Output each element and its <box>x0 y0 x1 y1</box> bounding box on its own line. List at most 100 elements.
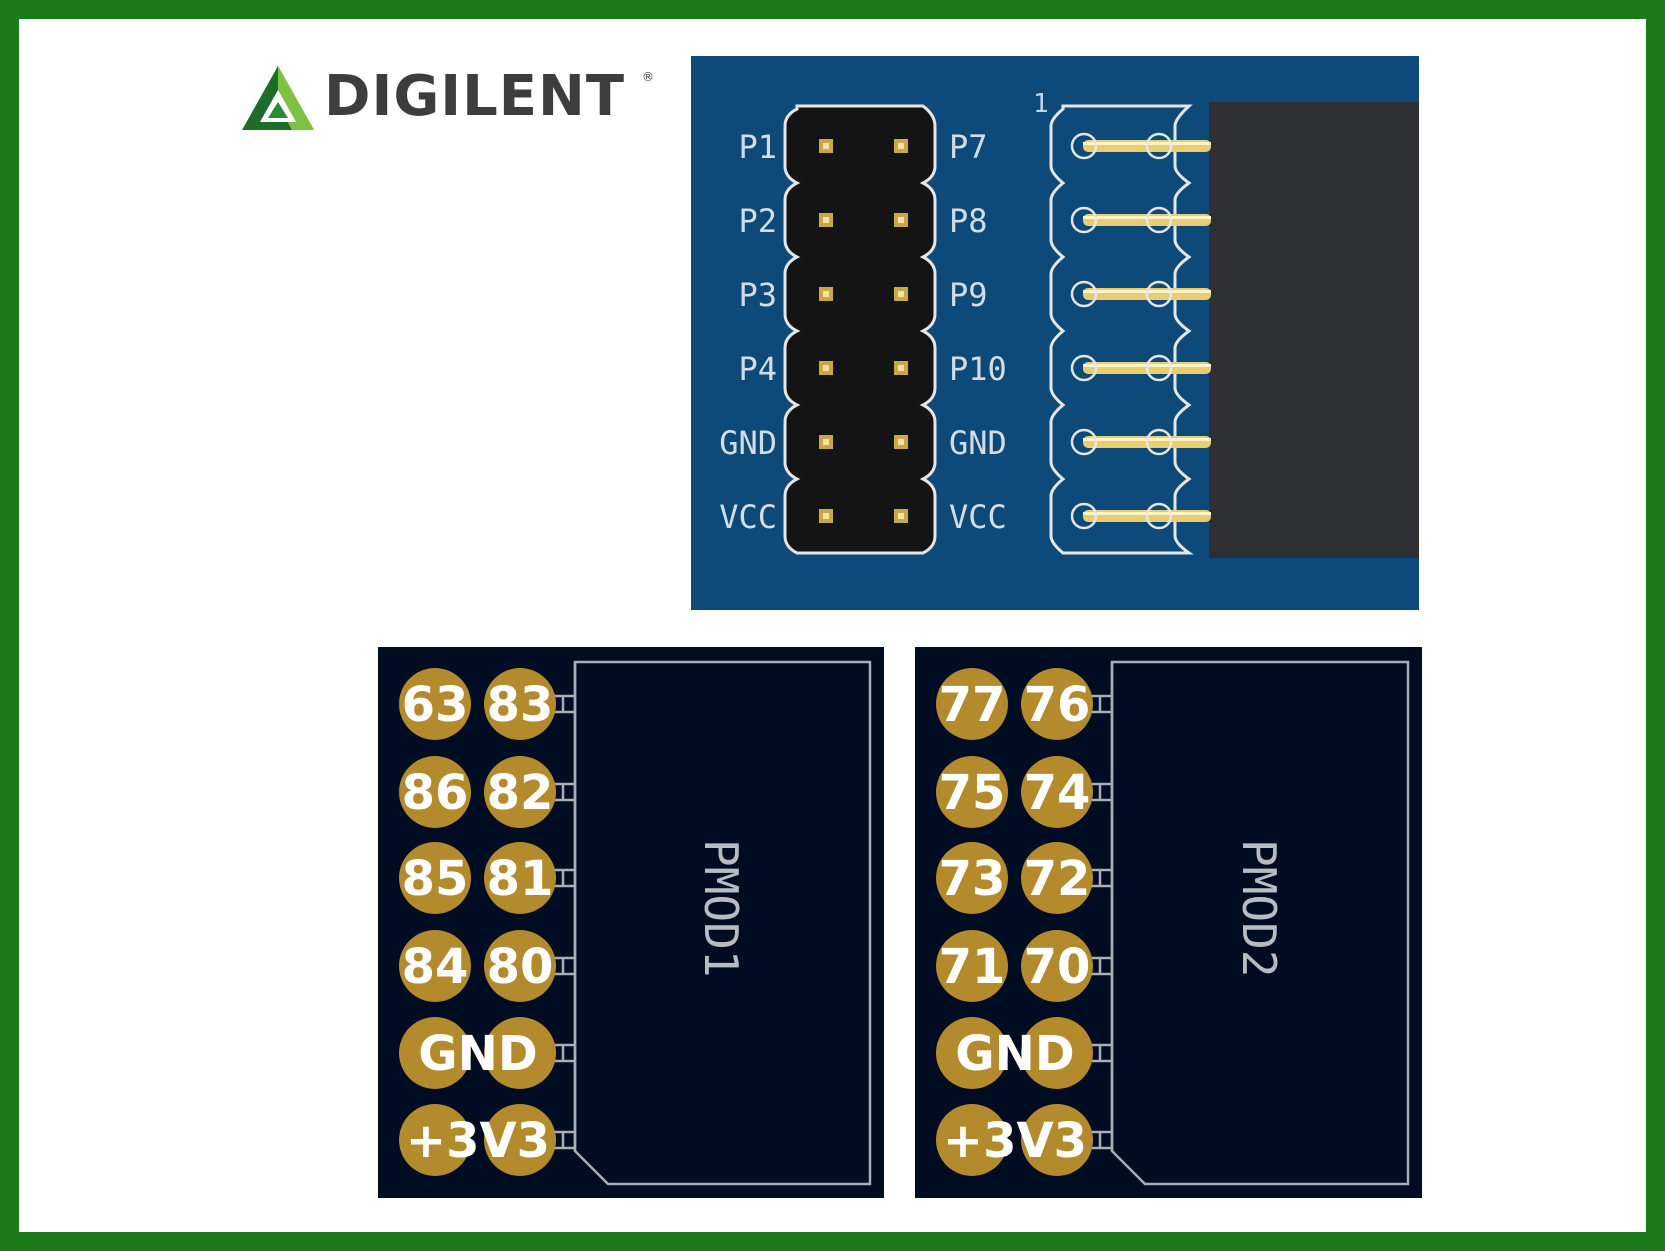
pad-number-label: 70 <box>1024 939 1091 995</box>
pad-circle <box>1021 756 1093 828</box>
pad-number-label: 81 <box>487 851 554 907</box>
pad-circle <box>936 930 1008 1002</box>
right-header-outline <box>1049 104 1194 555</box>
header-pin-highlight <box>898 365 904 371</box>
pad-circle <box>399 1104 471 1176</box>
pad-circle <box>1021 1017 1093 1089</box>
board-left-pin-label: P1 <box>738 128 777 166</box>
pin-ring <box>1145 132 1173 160</box>
board-left-pin-label: P4 <box>738 350 777 388</box>
pad-circle <box>484 668 556 740</box>
digilent-logo: DIGILENT ® <box>240 64 660 134</box>
gnd-pad-label: GND <box>418 1026 537 1082</box>
header-pin-highlight <box>823 143 829 149</box>
registered-mark: ® <box>642 70 654 84</box>
header-pin-highlight <box>823 365 829 371</box>
pad-number-label: 80 <box>487 939 554 995</box>
header-pin-highlight <box>898 217 904 223</box>
board-right-pin-label: GND <box>949 424 1007 462</box>
pad-circle <box>484 1017 556 1089</box>
pin-ring <box>1145 428 1173 456</box>
pad-number-label: 86 <box>402 765 469 821</box>
pad-number-label: 72 <box>1024 851 1091 907</box>
header-pin-highlight <box>823 217 829 223</box>
pad-number-label: 84 <box>402 939 469 995</box>
board-left-pin-label: VCC <box>719 498 777 536</box>
pin-ring <box>1070 280 1098 308</box>
pad-circle <box>399 668 471 740</box>
pad-circle <box>936 842 1008 914</box>
pad-number-label: 76 <box>1024 677 1091 733</box>
pad-circle <box>484 1104 556 1176</box>
board-right-pin-label: P10 <box>949 350 1007 388</box>
header-pin-highlight <box>898 143 904 149</box>
board-right-pin-label: P9 <box>949 276 988 314</box>
gnd-pad-label: GND <box>955 1026 1074 1082</box>
pad-circle <box>399 930 471 1002</box>
pad-circle <box>936 1017 1008 1089</box>
board-left-pin-label: P3 <box>738 276 777 314</box>
header-pin-highlight <box>898 439 904 445</box>
pad-circle <box>1021 1104 1093 1176</box>
header-pin-highlight <box>823 513 829 519</box>
pin-ring <box>1070 132 1098 160</box>
pad-circle <box>399 842 471 914</box>
header-pin-highlight <box>823 291 829 297</box>
pin-ring <box>1145 206 1173 234</box>
pad-circle <box>484 842 556 914</box>
board-right-pin-label: VCC <box>949 498 1007 536</box>
pin-ring <box>1145 280 1173 308</box>
logo-wordmark: DIGILENT <box>324 64 626 129</box>
board-right-pin-label: P7 <box>949 128 988 166</box>
pad-number-label: 75 <box>939 765 1006 821</box>
pad-circle <box>399 1017 471 1089</box>
pad-circle <box>1021 668 1093 740</box>
header-pin-highlight <box>898 291 904 297</box>
pad-number-label: 71 <box>939 939 1006 995</box>
header-outline <box>783 104 937 555</box>
pad-circle <box>936 668 1008 740</box>
pad-circle <box>1021 930 1093 1002</box>
dual-row-header <box>783 104 937 555</box>
pad-number-label: 77 <box>939 677 1006 733</box>
panel-background <box>915 647 1422 1198</box>
board-right-pin-label: P8 <box>949 202 988 240</box>
vcc-pad-label: +3V3 <box>943 1113 1087 1169</box>
pad-circle <box>399 756 471 828</box>
vcc-pad-label: +3V3 <box>406 1113 550 1169</box>
pad-circle <box>484 930 556 1002</box>
digilent-triangle-icon <box>242 66 314 130</box>
header-pin-highlight <box>898 513 904 519</box>
pad-number-label: 63 <box>402 677 469 733</box>
right-angle-header <box>1049 104 1211 555</box>
pad-circle <box>936 756 1008 828</box>
connector-body <box>1209 102 1419 558</box>
pad-circle <box>484 756 556 828</box>
pad-number-label: 83 <box>487 677 554 733</box>
pad-number-label: 85 <box>402 851 469 907</box>
pin-ring <box>1070 206 1098 234</box>
header-pin-highlight <box>823 439 829 445</box>
pin-ring <box>1145 502 1173 530</box>
pad-circle <box>1021 842 1093 914</box>
pad-number-label: 74 <box>1024 765 1091 821</box>
pin-ring <box>1070 502 1098 530</box>
pad-number-label: 73 <box>939 851 1006 907</box>
board-left-pin-label: P2 <box>738 202 777 240</box>
board-left-pin-label: GND <box>719 424 777 462</box>
pmod1-title: PMOD1 <box>694 839 748 977</box>
pad-circle <box>936 1104 1008 1176</box>
pin-ring <box>1070 354 1098 382</box>
pmod2-footprint-outline <box>1080 660 1410 1186</box>
pmod2-title: PMOD2 <box>1232 839 1286 977</box>
panel-background <box>378 647 884 1198</box>
pin-ring <box>1145 354 1173 382</box>
pin-ring <box>1070 428 1098 456</box>
